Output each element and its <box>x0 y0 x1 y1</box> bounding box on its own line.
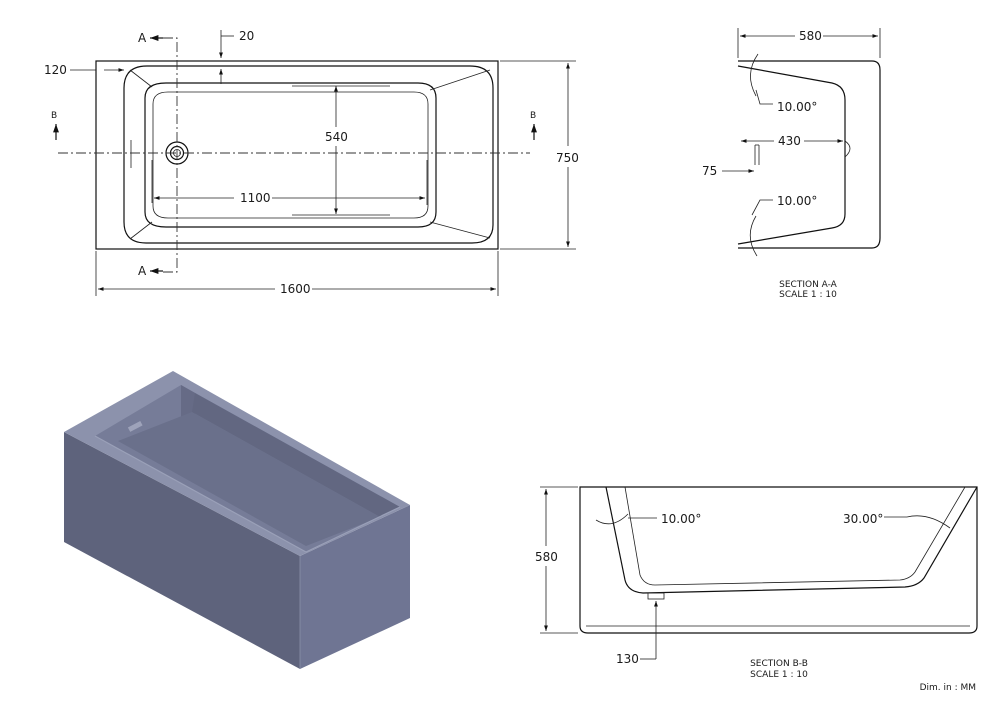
basin-corner-lines <box>129 69 491 240</box>
basin-floor-inner <box>152 91 429 219</box>
section-bb-drain <box>647 592 665 600</box>
basin-outline <box>123 65 494 244</box>
section-bb-title: SECTION B-B <box>750 659 808 669</box>
dim-section-aa-angle-bottom: 10.00° <box>749 194 817 257</box>
svg-text:1600: 1600 <box>280 282 311 296</box>
section-b-b: 580 130 10.00° 30.00° SECTION B-B SCALE … <box>535 486 978 680</box>
dim-overall-length: 1600 <box>95 251 499 296</box>
svg-text:10.00°: 10.00° <box>777 194 817 208</box>
section-mark-a-top: A <box>138 31 163 45</box>
svg-text:75: 75 <box>702 164 717 178</box>
section-aa-scale: SCALE 1 : 10 <box>779 290 837 300</box>
model-basin-side-wall <box>192 393 400 517</box>
dim-rim-top: 20 <box>219 29 254 84</box>
svg-text:580: 580 <box>799 29 822 43</box>
svg-text:10.00°: 10.00° <box>777 100 817 114</box>
section-bb-outline <box>579 486 978 634</box>
dim-section-aa-inner: 430 <box>741 134 843 148</box>
section-line-a <box>163 37 178 273</box>
dim-section-bb-height: 580 <box>535 486 578 634</box>
svg-text:120: 120 <box>44 63 67 77</box>
svg-text:130: 130 <box>616 652 639 666</box>
section-mark-a-bottom: A <box>138 264 163 278</box>
section-aa-overflow <box>844 140 851 158</box>
basin-floor <box>144 82 437 228</box>
svg-text:A: A <box>138 264 147 278</box>
svg-text:430: 430 <box>778 134 801 148</box>
section-mark-b-right: B <box>530 111 537 140</box>
dim-section-aa-drain: 75 <box>702 164 754 178</box>
dim-section-bb-drain: 130 <box>616 601 658 666</box>
model-overflow-slot <box>127 420 143 432</box>
section-a-a: 580 430 75 10.00° 10.00° SECTION A-A SCA… <box>702 28 881 300</box>
units-note: Dim. in : MM <box>920 683 976 693</box>
svg-text:30.00°: 30.00° <box>843 512 883 526</box>
svg-text:20: 20 <box>239 29 254 43</box>
section-mark-b-left: B <box>51 111 59 140</box>
tub-3d-model <box>64 371 410 669</box>
svg-text:580: 580 <box>535 550 558 564</box>
model-side-face <box>300 505 410 669</box>
svg-text:A: A <box>138 31 147 45</box>
dim-section-bb-angle-right: 30.00° <box>843 512 951 529</box>
section-aa-drain-slot <box>754 144 760 165</box>
dim-overall-width: 750 <box>500 60 579 250</box>
basin-highlights <box>130 85 428 216</box>
section-bb-scale: SCALE 1 : 10 <box>750 670 808 680</box>
tub-outline <box>95 60 499 250</box>
dim-rim-side: 120 <box>44 63 124 77</box>
dim-section-bb-angle-left: 10.00° <box>595 512 701 526</box>
dim-inner-width: 540 <box>325 86 348 214</box>
dim-inner-length: 1100 <box>154 191 425 205</box>
svg-text:1100: 1100 <box>240 191 271 205</box>
model-rim-edge <box>94 435 401 553</box>
svg-text:B: B <box>51 111 57 121</box>
svg-text:540: 540 <box>325 130 348 144</box>
dim-section-aa-angle-top: 10.00° <box>750 53 817 114</box>
section-aa-outline <box>738 60 881 249</box>
svg-text:750: 750 <box>556 151 579 165</box>
model-basin-floor <box>118 412 380 546</box>
svg-text:B: B <box>530 111 536 121</box>
model-front-face <box>64 432 300 669</box>
section-bb-basin <box>605 486 978 594</box>
section-aa-title: SECTION A-A <box>779 280 838 290</box>
dim-section-aa-depth: 580 <box>737 28 881 58</box>
plan-view: A A B B 1600 750 <box>44 29 579 296</box>
section-bb-basin-inner <box>624 486 966 586</box>
svg-text:10.00°: 10.00° <box>661 512 701 526</box>
